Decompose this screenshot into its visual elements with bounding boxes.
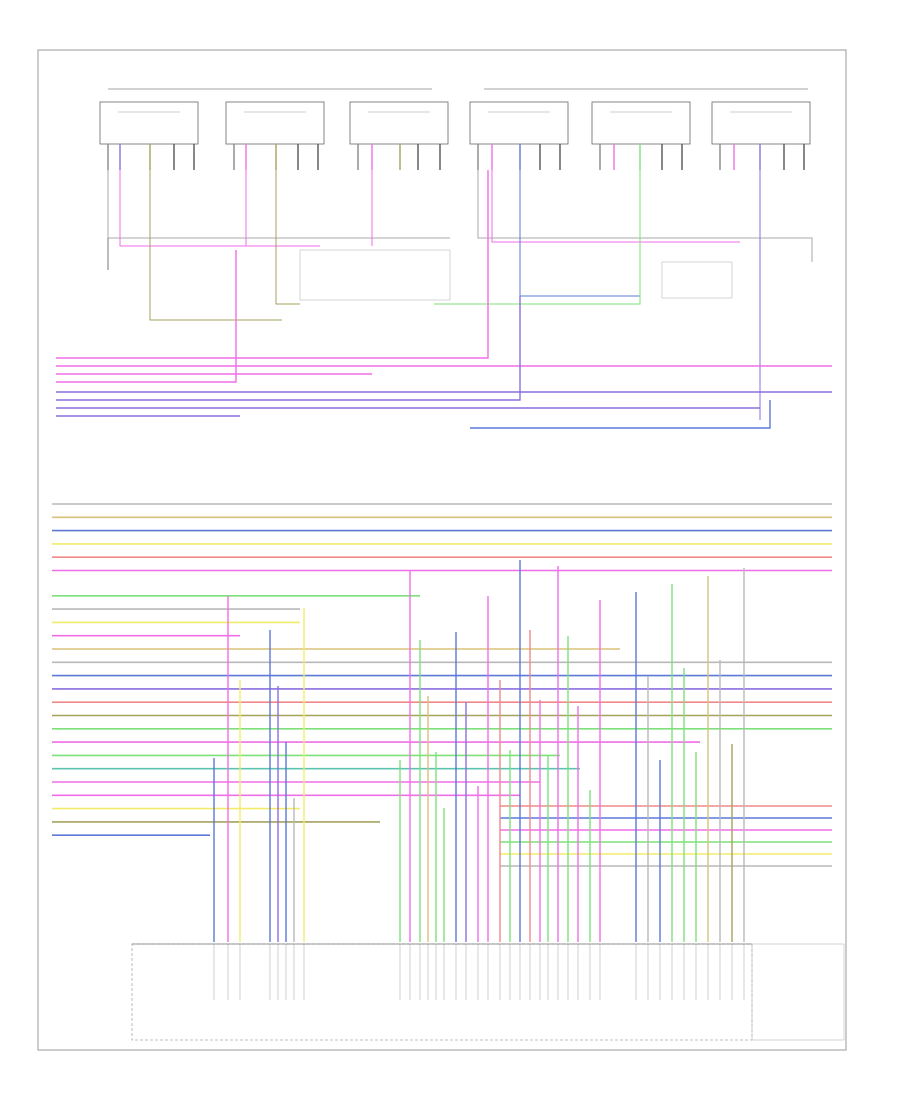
ignition-coil-3 <box>349 101 449 145</box>
coil-pin-stubs <box>107 144 805 170</box>
ignition-coils <box>99 101 811 145</box>
ignition-coil-6 <box>711 101 811 145</box>
ignition-coil-1 <box>99 101 199 145</box>
pcm-drop-wires <box>213 560 745 1000</box>
ignition-coil-4 <box>469 101 569 145</box>
pcm-connector <box>131 943 845 1041</box>
harness-rows <box>52 503 832 867</box>
coil-ground-harness <box>107 170 813 420</box>
upper-bus <box>56 170 832 429</box>
ignition-coil-5 <box>591 101 691 145</box>
ignition-coil-2 <box>225 101 325 145</box>
diagram-border <box>37 49 847 1051</box>
